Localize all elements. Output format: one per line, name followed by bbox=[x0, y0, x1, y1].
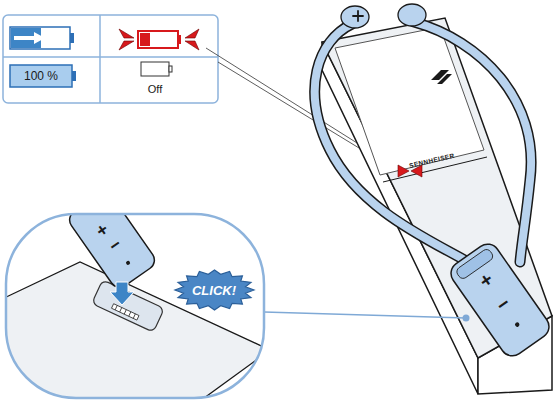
inset-content bbox=[6, 214, 264, 398]
charger-slot bbox=[92, 280, 165, 332]
insert-arrow bbox=[110, 282, 134, 305]
battery-terminal bbox=[169, 66, 172, 72]
charger-top bbox=[6, 262, 264, 398]
burst-outline bbox=[175, 270, 254, 310]
slot-outline bbox=[92, 280, 165, 332]
flash-ray bbox=[185, 41, 199, 50]
flash-ray bbox=[119, 41, 134, 50]
battery-terminal bbox=[178, 35, 181, 44]
table-cell: Off bbox=[148, 84, 162, 95]
receiver-body bbox=[446, 239, 553, 360]
click-burst: CLICK! bbox=[175, 270, 254, 310]
neckband-arm bbox=[315, 24, 468, 262]
receiver-dot bbox=[125, 260, 131, 266]
receiver bbox=[66, 214, 159, 291]
earpiece bbox=[341, 6, 369, 28]
click-text: CLICK! bbox=[192, 284, 236, 297]
battery-charging bbox=[10, 27, 70, 49]
slot-contacts bbox=[112, 304, 139, 320]
side-mark bbox=[353, 11, 363, 21]
receiver bbox=[446, 239, 553, 360]
flash-ray bbox=[185, 29, 199, 38]
neckband-outline bbox=[315, 24, 468, 262]
flash-ray bbox=[119, 29, 134, 38]
battery-off bbox=[141, 62, 169, 76]
table-frame bbox=[3, 15, 218, 103]
earpiece bbox=[398, 4, 426, 26]
contact-pins bbox=[115, 305, 135, 318]
table-cell: 100 % bbox=[24, 70, 58, 82]
inset-frame bbox=[6, 214, 264, 398]
neckband-outline bbox=[414, 22, 531, 262]
battery-full bbox=[10, 65, 72, 87]
battery-terminal bbox=[72, 71, 76, 81]
battery-level bbox=[140, 33, 150, 46]
brand-logo bbox=[431, 70, 452, 84]
receiver-body bbox=[66, 214, 159, 291]
receiver-dot bbox=[514, 322, 520, 328]
battery-low bbox=[138, 31, 178, 48]
table-divider bbox=[99, 15, 101, 103]
neckband bbox=[315, 4, 531, 262]
charge-arrow bbox=[14, 32, 45, 44]
status-table bbox=[3, 15, 218, 103]
battery-terminal bbox=[70, 33, 74, 43]
leader-dot bbox=[463, 315, 470, 322]
neckband-arm bbox=[414, 22, 531, 262]
table-divider bbox=[3, 56, 218, 58]
led-flash bbox=[398, 165, 409, 177]
leader-line bbox=[264, 312, 466, 318]
